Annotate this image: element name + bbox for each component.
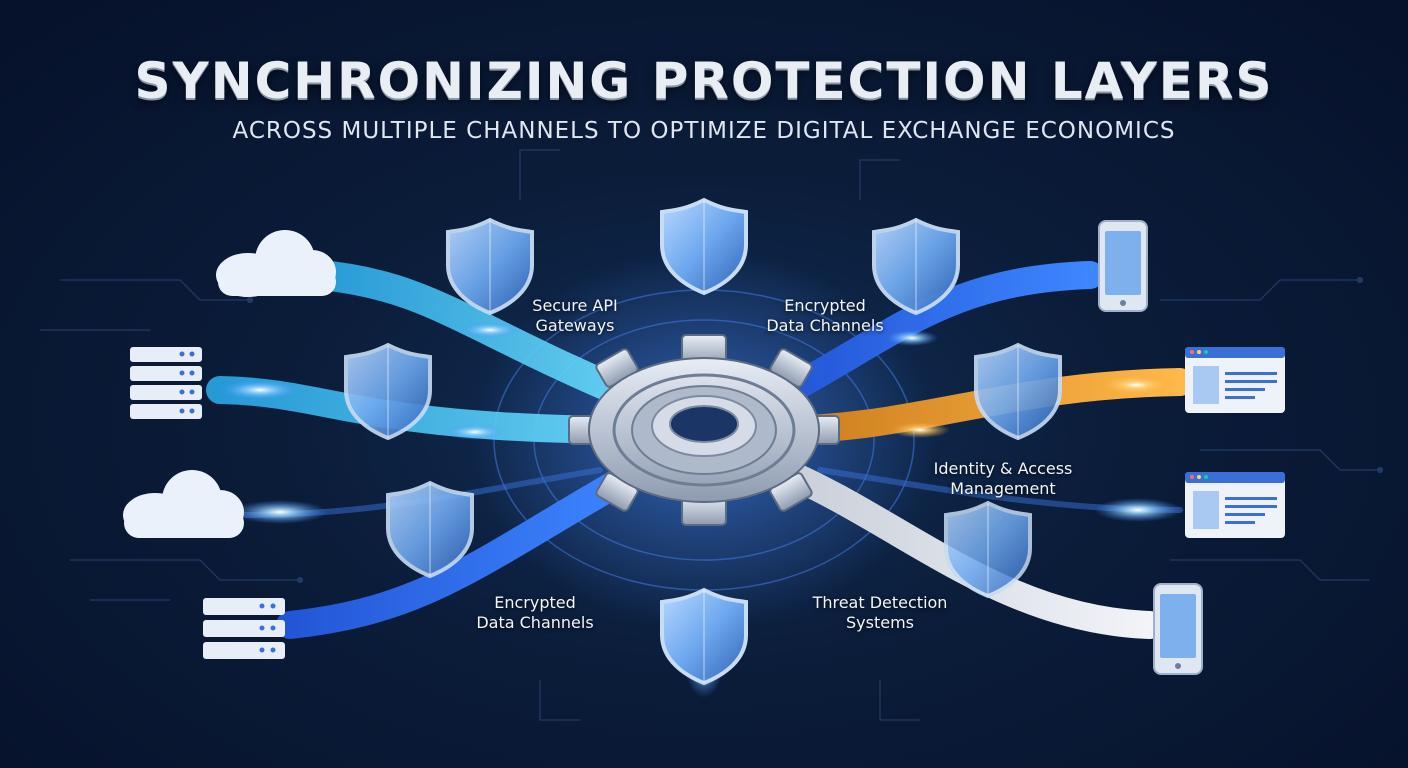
page-title: SYNCHRONIZING PROTECTION LAYERS xyxy=(134,52,1274,110)
label-line: Systems xyxy=(846,613,914,632)
shield-icon xyxy=(974,342,1062,441)
label-line: Management xyxy=(950,479,1056,498)
label-line: Data Channels xyxy=(476,613,594,632)
label-line: Secure API xyxy=(532,296,618,315)
shield-icon xyxy=(344,342,432,441)
label-line: Encrypted xyxy=(784,296,866,315)
shield-icon xyxy=(944,500,1032,599)
label-secure-api-gateways: Secure API Gateways xyxy=(465,296,685,336)
label-encrypted-data-channels-top: Encrypted Data Channels xyxy=(715,296,935,336)
gear-icon xyxy=(568,334,840,526)
label-line: Encrypted xyxy=(494,593,576,612)
label-line: Data Channels xyxy=(766,316,884,335)
shield-icon xyxy=(872,217,960,316)
server-icon xyxy=(130,347,202,419)
shield-icon xyxy=(660,197,748,296)
shield-icon xyxy=(660,587,748,686)
page-subtitle: ACROSS MULTIPLE CHANNELS TO OPTIMIZE DIG… xyxy=(232,118,1176,144)
smartphone-icon xyxy=(1153,583,1203,675)
shield-icon xyxy=(446,217,534,316)
circuit-traces xyxy=(40,149,1384,721)
label-line: Threat Detection xyxy=(812,593,948,612)
browser-window-icon xyxy=(1185,347,1285,413)
channel-phone-top xyxy=(776,261,1104,404)
label-line: Gateways xyxy=(535,316,615,335)
label-encrypted-data-channels-bottom: Encrypted Data Channels xyxy=(425,593,645,633)
channel-cloud-top xyxy=(305,260,655,415)
server-icon xyxy=(203,598,285,659)
shield-icon xyxy=(386,480,474,579)
label-line: Identity & Access xyxy=(933,459,1073,478)
cloud-icon xyxy=(123,470,244,538)
channel-servers-bottom xyxy=(276,456,654,639)
browser-window-icon xyxy=(1185,472,1285,538)
smartphone-icon xyxy=(1098,220,1148,312)
cloud-icon xyxy=(216,230,336,297)
label-threat-detection-systems: Threat Detection Systems xyxy=(770,593,990,633)
shields xyxy=(344,197,1062,686)
label-identity-access-management: Identity & Access Management xyxy=(893,459,1113,499)
